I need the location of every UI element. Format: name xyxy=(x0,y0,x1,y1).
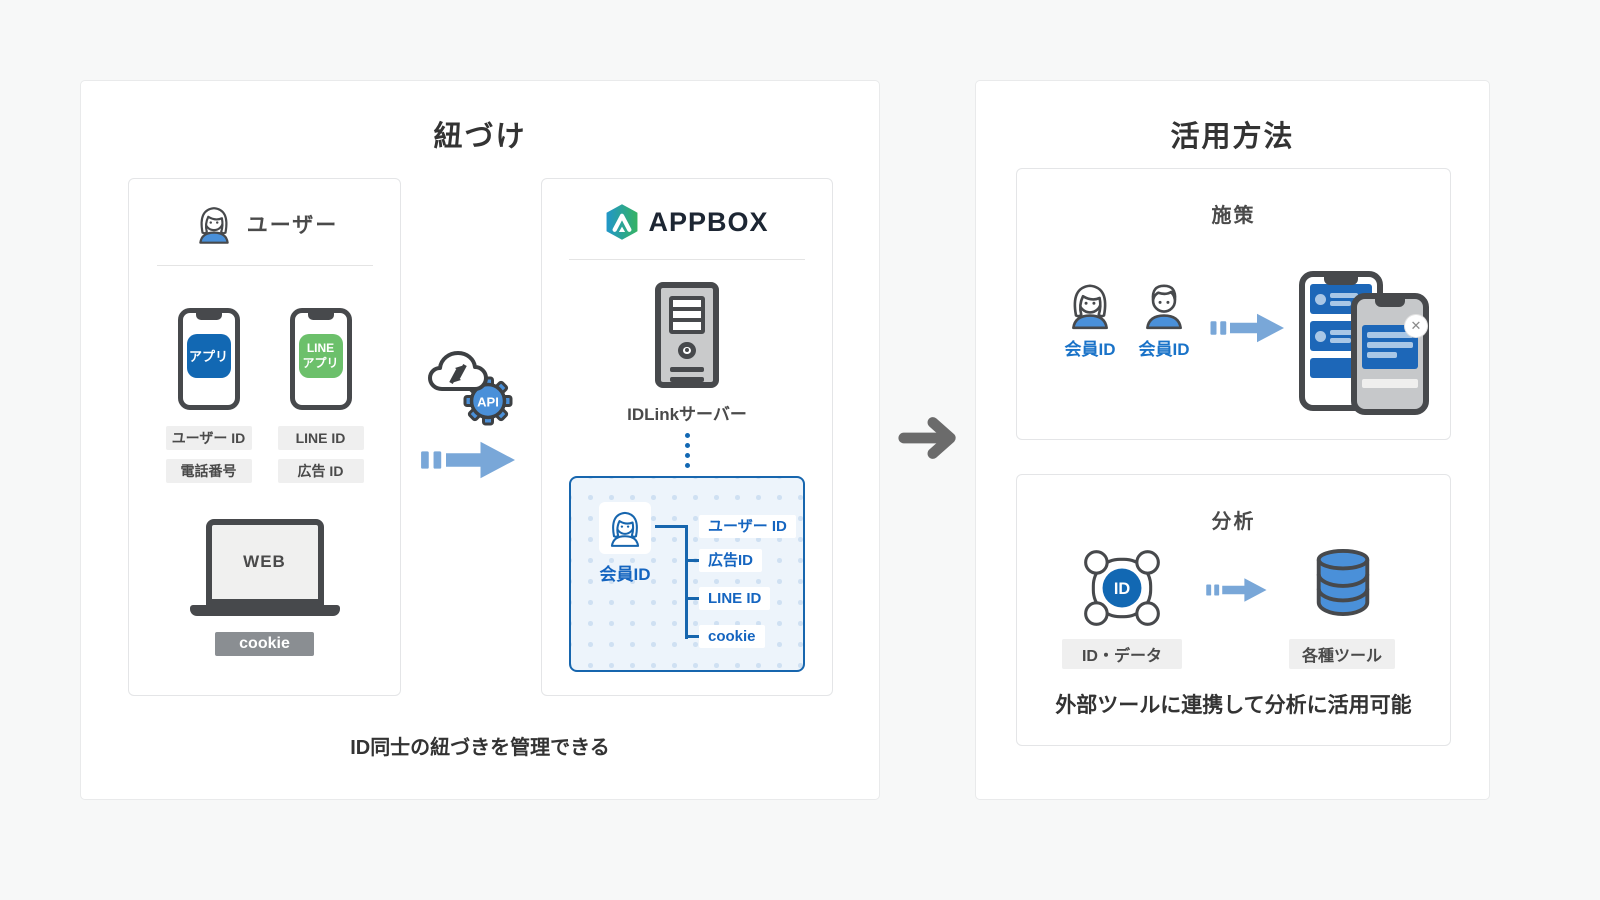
woman-user-icon xyxy=(198,207,229,244)
server-led xyxy=(678,341,696,359)
server-vent xyxy=(669,296,705,334)
phone-popup: ✕ xyxy=(1351,293,1429,415)
user-card-header-label: ユーザー xyxy=(246,214,339,237)
tree-line xyxy=(655,525,687,528)
user-card: ユーザー アプリ LINE アプリ xyxy=(128,178,401,696)
phone-number-badge: 電話番号 xyxy=(165,459,252,483)
woman-user-blue-icon xyxy=(610,511,640,547)
measure-heading: 施策 xyxy=(1211,205,1256,227)
user-card-header: ユーザー xyxy=(191,201,339,247)
flow-arrow-icon xyxy=(1206,578,1267,602)
server-label: IDLinkサーバー xyxy=(627,405,747,424)
linking-panel-title: 紐づけ xyxy=(433,121,527,153)
api-label: API xyxy=(477,395,499,410)
line-app-icon-label-1: LINE xyxy=(306,341,335,355)
analysis-caption: 外部ツールに連携して分析に活用可能 xyxy=(1055,694,1412,717)
member-id-label: 会員ID xyxy=(1064,340,1116,359)
linked-ad-id: 広告ID xyxy=(699,549,763,572)
database-icon xyxy=(1316,548,1370,617)
line-id-badge: LINE ID xyxy=(277,426,364,450)
member-avatar xyxy=(599,502,651,554)
id-labels: ユーザー ID 電話番号 LINE ID 広告 ID xyxy=(165,426,364,483)
member-id-label: 会員ID xyxy=(599,565,651,584)
app-icon: アプリ xyxy=(186,334,231,378)
line-app-icon: LINE アプリ xyxy=(298,334,343,378)
member-id-label: 会員ID xyxy=(1138,340,1190,359)
popup-message xyxy=(1362,325,1418,369)
tree-line xyxy=(685,597,701,600)
divider xyxy=(156,265,373,266)
linking-panel: 紐づけ ユーザー アプリ LIN xyxy=(80,80,880,800)
flow-arrow-icon xyxy=(421,441,515,479)
analysis-card: 分析 ID ID・データ 各種ツール 外部ツールに連携して分析に活用可能 xyxy=(1016,474,1451,746)
divider xyxy=(569,259,805,260)
measure-card: 施策 会員ID 会員ID ✕ xyxy=(1016,168,1451,440)
appbox-logo-mark-icon xyxy=(607,204,638,240)
api-cloud-gear-icon: API xyxy=(428,351,513,426)
laptop-base xyxy=(189,605,340,616)
analysis-heading: 分析 xyxy=(1211,511,1256,533)
server-icon xyxy=(655,282,719,388)
phones-row: アプリ LINE アプリ xyxy=(166,308,364,410)
linking-caption: ID同士の紐づきを管理できる xyxy=(350,737,610,759)
man-user-icon xyxy=(1146,284,1182,330)
user-id-badge: ユーザー ID xyxy=(165,426,252,450)
tree-line xyxy=(685,559,701,562)
web-label: WEB xyxy=(243,552,286,571)
tree-line xyxy=(685,635,701,638)
tools-badge: 各種ツール xyxy=(1289,639,1395,669)
panel-right-arrow-icon xyxy=(898,417,956,459)
flow-arrow-icon xyxy=(1210,313,1284,343)
usage-panel: 活用方法 施策 会員ID 会員ID ✕ xyxy=(975,80,1490,800)
app-icon-label: アプリ xyxy=(188,348,228,364)
id-link-box: 会員ID ユーザー ID 広告ID LINE ID cookie xyxy=(569,476,805,672)
laptop-screen: WEB xyxy=(205,519,324,605)
dotted-connector xyxy=(684,433,690,468)
laptop-icon: WEB xyxy=(189,519,340,616)
close-icon: ✕ xyxy=(1405,315,1427,337)
id-network-icon: ID xyxy=(1084,550,1160,626)
notification-phones-icon: ✕ xyxy=(1299,271,1444,421)
member-man: 会員ID xyxy=(1129,277,1199,360)
line-app-phone-icon: LINE アプリ xyxy=(289,308,352,410)
tree-line xyxy=(685,525,688,639)
linked-user-id: ユーザー ID xyxy=(699,515,796,538)
linked-line-id: LINE ID xyxy=(699,587,771,610)
ad-id-badge: 広告 ID xyxy=(277,459,364,483)
woman-user-icon xyxy=(1072,284,1108,330)
server-slots xyxy=(670,367,704,382)
appbox-brand-text: APPBOX xyxy=(648,206,769,237)
id-circle-label: ID xyxy=(1114,580,1131,598)
member-woman: 会員ID xyxy=(1055,277,1125,360)
appbox-card: APPBOX IDLinkサーバー 会員ID xyxy=(541,178,833,696)
id-data-badge: ID・データ xyxy=(1062,639,1182,669)
usage-panel-title: 活用方法 xyxy=(1170,121,1295,153)
appbox-logo: APPBOX xyxy=(605,203,768,241)
cookie-badge: cookie xyxy=(215,632,314,656)
line-app-icon-label-2: アプリ xyxy=(302,356,339,370)
linked-cookie: cookie xyxy=(699,625,765,648)
app-phone-icon: アプリ xyxy=(177,308,240,410)
